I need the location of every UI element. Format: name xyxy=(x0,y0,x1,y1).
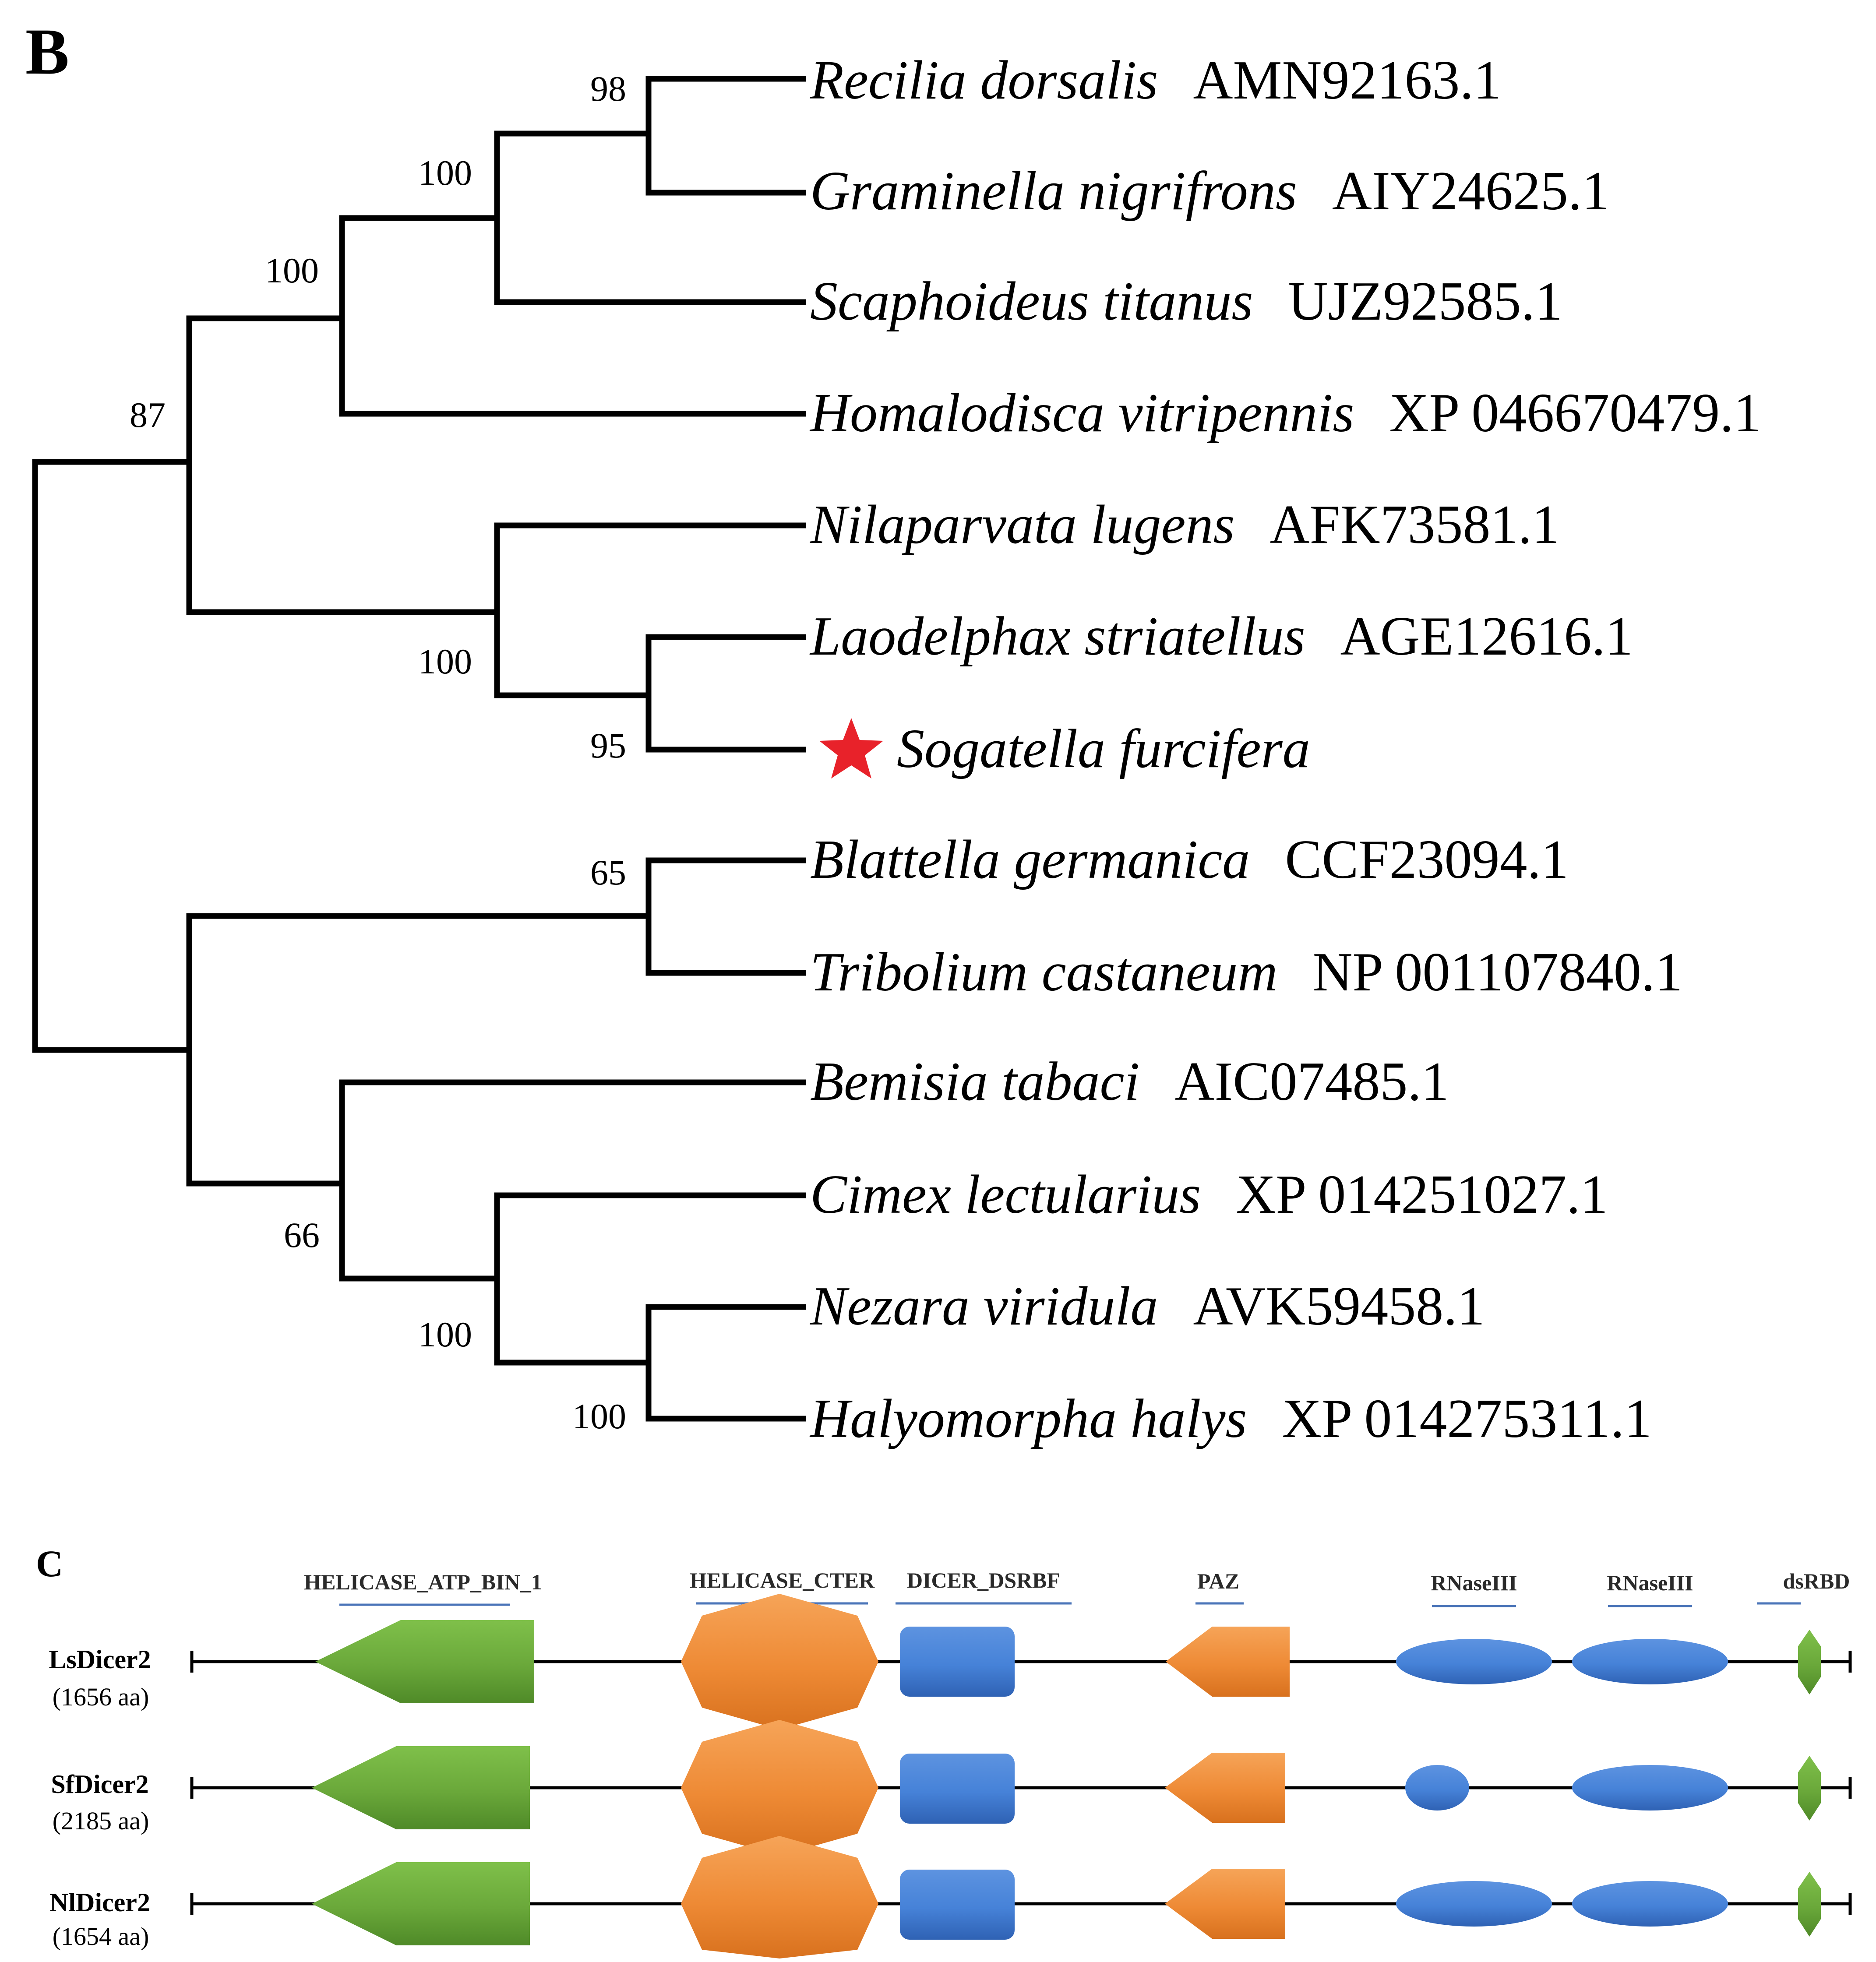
domain-label-dsrbd: dsRBD xyxy=(1783,1569,1850,1593)
protein-name: SfDicer2 xyxy=(51,1770,148,1799)
tree-branch-clade-planthoppers xyxy=(494,522,806,698)
domain-rnaseiii-2 xyxy=(1572,1639,1728,1684)
bootstrap-label: 100 xyxy=(265,250,319,290)
phylogenetic-tree xyxy=(32,76,806,1422)
tree-branch-clade-inner-100 xyxy=(494,130,806,305)
protein-name: LsDicer2 xyxy=(49,1645,151,1674)
tree-branch-clade-65 xyxy=(645,857,806,976)
domain-headers: HELICASE_ATP_BIN_1 HELICASE_CTER DICER_D… xyxy=(304,1568,1850,1607)
domain-label-paz: PAZ xyxy=(1197,1569,1239,1593)
bootstrap-label: 66 xyxy=(284,1215,320,1255)
domain-helicase-cter xyxy=(681,1836,878,1958)
tree-branch-clade-98 xyxy=(645,76,806,196)
domain-label-dicer-dsrbf: DICER_DSRBF xyxy=(907,1568,1060,1592)
domain-rnaseiii-2 xyxy=(1572,1881,1728,1927)
domain-dsrbd xyxy=(1798,1756,1821,1821)
domain-dicer-dsrbf xyxy=(900,1754,1015,1824)
domain-helicase-cter xyxy=(681,1594,878,1730)
bootstrap-label: 100 xyxy=(418,641,472,681)
domain-label-helicase-atp: HELICASE_ATP_BIN_1 xyxy=(304,1570,542,1594)
protein-nl-dicer2: NlDicer2 (1654 aa) xyxy=(49,1836,1852,1958)
domain-paz xyxy=(1165,1869,1285,1939)
bootstrap-label: 100 xyxy=(418,153,472,193)
domain-dicer-dsrbf xyxy=(900,1627,1015,1697)
domain-label-helicase-cter: HELICASE_CTER xyxy=(690,1568,875,1592)
tree-branch-clade-lower xyxy=(186,913,652,1187)
domain-rnaseiii-1 xyxy=(1396,1881,1552,1927)
panel-c-letter: C xyxy=(36,1543,63,1585)
protein-name: NlDicer2 xyxy=(49,1888,150,1917)
taxon-label-highlighted: Sogatella furcifera xyxy=(897,719,1310,779)
panel-b-letter: B xyxy=(25,15,69,88)
bootstrap-label: 100 xyxy=(418,1314,472,1354)
domain-helicase-atp xyxy=(312,1862,530,1945)
domain-dicer-dsrbf xyxy=(900,1870,1015,1940)
domain-rnaseiii-1 xyxy=(1396,1639,1552,1684)
protein-sf-dicer2: SfDicer2 (2185 aa) xyxy=(51,1720,1852,1856)
domain-paz xyxy=(1165,1753,1285,1823)
tree-branch-clade-pentatomids xyxy=(645,1304,806,1422)
bootstrap-values: 98 100 100 87 100 95 65 66 100 100 xyxy=(130,69,626,1436)
bootstrap-label: 95 xyxy=(590,726,626,765)
bootstrap-label: 100 xyxy=(572,1396,626,1436)
domain-rnaseiii-1 xyxy=(1405,1765,1469,1811)
bootstrap-label: 65 xyxy=(590,852,626,892)
domain-dsrbd xyxy=(1798,1630,1821,1694)
domain-rnaseiii-2 xyxy=(1572,1765,1728,1811)
domain-dsrbd xyxy=(1798,1872,1821,1937)
protein-length: (1656 aa) xyxy=(53,1683,149,1711)
domain-helicase-cter xyxy=(681,1720,878,1856)
tree-branch-clade-66 xyxy=(339,1079,806,1282)
domain-helicase-atp xyxy=(315,1620,534,1703)
domain-label-rnaseiii-2: RNaseIII xyxy=(1607,1571,1693,1595)
star-icon xyxy=(819,718,883,778)
tree-branch-clade-87 xyxy=(186,315,500,615)
bootstrap-label: 98 xyxy=(590,69,626,109)
domain-label-rnaseiii-1: RNaseIII xyxy=(1431,1571,1517,1595)
protein-ls-dicer2: LsDicer2 (1656 aa) xyxy=(49,1594,1852,1730)
protein-length: (1654 aa) xyxy=(53,1922,149,1951)
tree-branch-clade-bugs xyxy=(494,1192,806,1366)
tree-branch-root xyxy=(32,459,192,1053)
domain-paz xyxy=(1166,1627,1290,1697)
bootstrap-label: 87 xyxy=(130,395,166,435)
tree-branch-clade-leafhoppers xyxy=(339,215,806,417)
tree-branch-clade-95 xyxy=(645,634,806,753)
protein-length: (2185 aa) xyxy=(53,1807,149,1835)
domain-helicase-atp xyxy=(312,1746,530,1829)
